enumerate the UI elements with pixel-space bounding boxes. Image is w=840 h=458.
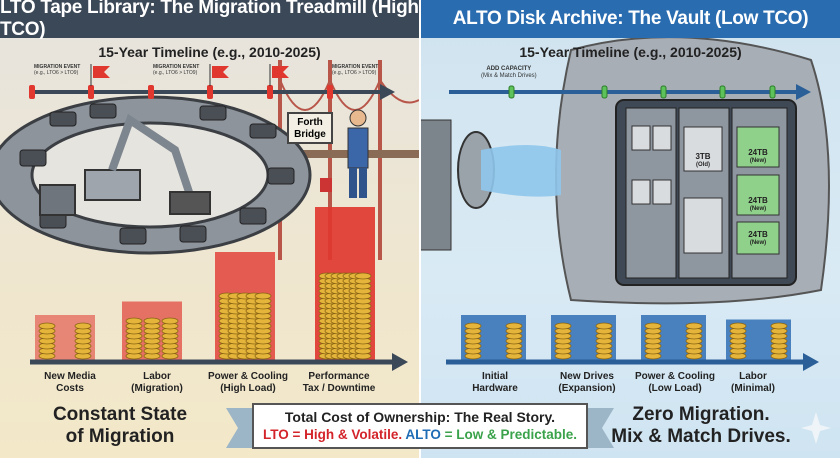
alto-illustration — [421, 36, 831, 444]
tco-banner: Total Cost of Ownership: The Real Story.… — [252, 403, 588, 449]
add-capacity-label: ADD CAPACITY(Mix & Match Drives) — [481, 66, 537, 79]
water-flow — [481, 145, 561, 197]
cost-label: Labor(Minimal) — [731, 371, 775, 394]
alto-panel: ALTO Disk Archive: The Vault (Low TCO) 1… — [421, 0, 840, 458]
cost-label: New Drives(Expansion) — [558, 371, 616, 394]
migration-event-label: MIGRATION EVENT(e.g., LTO6 > LTO9) — [153, 64, 200, 76]
vault-door — [421, 119, 452, 251]
coin-icon — [74, 322, 92, 330]
cost-label: Power & Cooling(High Load) — [208, 371, 288, 394]
alto-tagline: Zero Migration.Mix & Match Drives. — [611, 404, 791, 447]
forth-bridge-sign: Forth Bridge — [287, 112, 333, 144]
sparkle-icon — [801, 412, 831, 444]
coin-icon — [125, 317, 143, 325]
coin-icon — [354, 272, 372, 280]
cost-label: Labor(Migration) — [131, 371, 183, 394]
timeline-markers — [29, 66, 333, 99]
drive-label: 24TB(New) — [748, 148, 768, 164]
coin-icon — [38, 322, 56, 330]
coin-icon — [644, 322, 662, 330]
lto-panel-title: LTO Tape Library: The Migration Treadmil… — [0, 0, 419, 40]
coin-icon — [464, 322, 482, 330]
migration-event-label: MIGRATION EVENT(e.g., LTO6 > LTO9) — [34, 64, 81, 76]
coin-icon — [143, 317, 161, 325]
coin-icon — [595, 322, 613, 330]
banner-subtitle: LTO = High & Volatile. ALTO = Low & Pred… — [262, 427, 578, 442]
lto-illustration — [0, 60, 419, 371]
coin-icon — [729, 322, 747, 330]
coin-icon — [254, 292, 272, 300]
banner-title: Total Cost of Ownership: The Real Story. — [284, 409, 556, 425]
alto-panel-title: ALTO Disk Archive: The Vault (Low TCO) — [421, 0, 840, 38]
drive-label: 24TB(New) — [748, 196, 768, 212]
drive-label: 24TB(New) — [748, 230, 768, 246]
migration-event-label: MIGRATION EVENT(e.g., LTO6 > LTO9) — [332, 64, 379, 76]
robot-arm-icon — [39, 113, 211, 216]
coin-icon — [685, 322, 703, 330]
lto-timeline-title: 15-Year Timeline (e.g., 2010-2025) — [98, 44, 321, 60]
lto-panel: LTO Tape Library: The Migration Treadmil… — [0, 0, 419, 458]
coin-icon — [554, 322, 572, 330]
coin-icon — [161, 317, 179, 325]
worker-icon — [320, 109, 369, 198]
coin-icon — [770, 322, 788, 330]
alto-timeline-title: 15-Year Timeline (e.g., 2010-2025) — [519, 44, 742, 60]
cost-label: Power & Cooling(Low Load) — [635, 371, 715, 394]
drive-label: 3TB(Old) — [695, 152, 711, 168]
coin-icon — [505, 322, 523, 330]
